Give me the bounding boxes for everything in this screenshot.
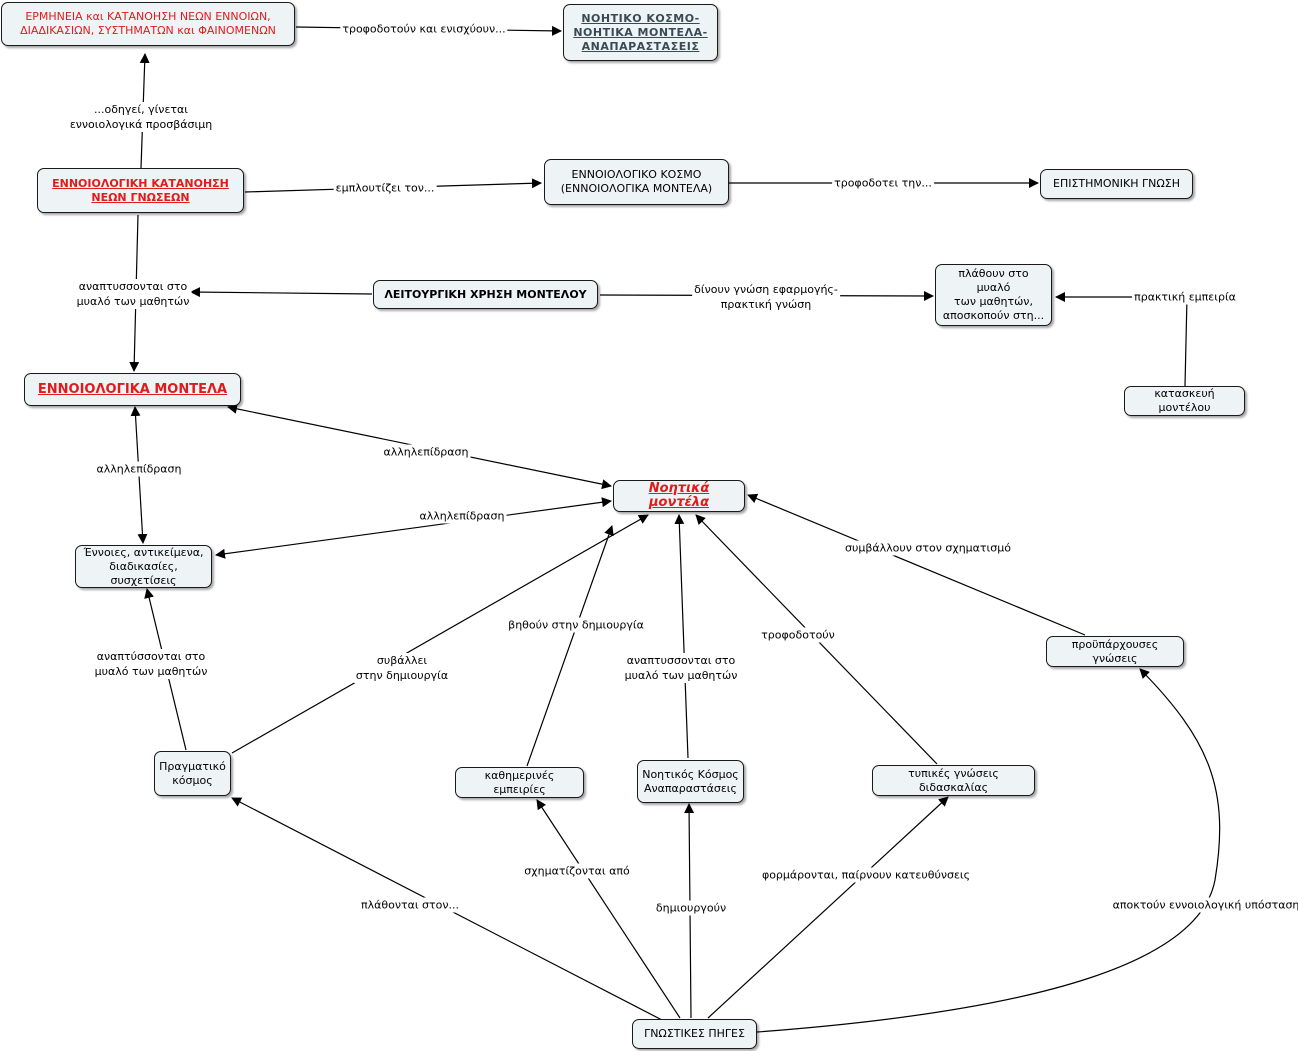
node-kathimerines[interactable]: καθημερινές εμπειρίες bbox=[455, 767, 584, 798]
label-symvallei: συβάλλει στην δημιουργία bbox=[353, 653, 451, 683]
edge-ennoies-noitika bbox=[215, 497, 612, 559]
node-gnostikes-line1: ΓΝΩΣΤΙΚΕΣ ΠΗΓΕΣ bbox=[644, 1027, 745, 1040]
label-odigei-line2: εννοιολογικά προσβάσιμη bbox=[69, 118, 213, 131]
node-noitiko-kosmo[interactable]: ΝΟΗΤΙΚΟ ΚΟΣΜΟ-ΝΟΗΤΙΚΑ ΜΟΝΤΕΛΑ-ΑΝΑΠΑΡΑΣΤΑ… bbox=[563, 4, 718, 61]
node-typikes[interactable]: τυπικές γνώσεις διδασκαλίας bbox=[872, 765, 1035, 796]
label-sximatizontai: σχηματίζονται από bbox=[522, 863, 632, 879]
node-ermineia[interactable]: ΕΡΜΗΝΕΙΑ και ΚΑΤΑΝΟΗΣΗ ΝΕΩΝ ΕΝΝΟΙΩΝ,ΔΙΑΔ… bbox=[1, 2, 295, 46]
node-plathoun-line3: αποσκοπούν στη... bbox=[942, 309, 1045, 322]
node-ennoies[interactable]: Έννοιες, αντικείμενα,διαδικασίες, συσχετ… bbox=[75, 545, 212, 588]
node-ennoiologika-montela[interactable]: ΕΝΝΟΙΟΛΟΓΙΚΑ ΜΟΝΤΕΛΑ bbox=[24, 373, 241, 406]
node-noitika-montela[interactable]: Νοητικά μοντέλα bbox=[613, 480, 745, 512]
label-anaptyssontai-mid-line2: μυαλό των μαθητών bbox=[624, 669, 738, 682]
label-odigei: ...οδηγεί, γίνεται εννοιολογικά προσβάσιμ… bbox=[67, 102, 215, 132]
edge-kataskevi-plathoun bbox=[1055, 292, 1188, 387]
node-noitika-montela-line1: Νοητικά μοντέλα bbox=[648, 481, 710, 510]
label-trofodotoun-enisxyoun: τροφοδοτούν και ενισχύουν... bbox=[340, 21, 508, 37]
label-trofodotei: τροφοδοτει την... bbox=[832, 175, 934, 191]
node-ermineia-line1: ΕΡΜΗΝΕΙΑ και ΚΑΤΑΝΟΗΣΗ ΝΕΩΝ ΕΝΝΟΙΩΝ, bbox=[25, 10, 271, 23]
node-noitikos-kosmos-line2: Αναπαραστάσεις bbox=[644, 781, 737, 795]
node-kataskevi-line1: κατασκευή μοντέλου bbox=[1154, 387, 1215, 414]
edge-gnostikes-typikes bbox=[707, 796, 949, 1019]
label-vithoun: βηθούν στην δημιουργία bbox=[506, 617, 646, 633]
label-trofodotoun: τροφοδοτούν bbox=[759, 627, 837, 643]
edge-gnostikes-kathimerines bbox=[536, 799, 681, 1019]
label-dimiourgoun: δημιουργούν bbox=[653, 900, 729, 916]
label-anaptyssontai-top: αναπτυσσονται στο μυαλό των μαθητών bbox=[74, 279, 192, 309]
label-anaptyssontai-left-line1: αναπτύσσονται στο bbox=[96, 650, 206, 663]
node-ermineia-line2: ΔΙΑΔΙΚΑΣΙΩΝ, ΣΥΣΤΗΜΑΤΩΝ και ΦΑΙΝΟΜΕΝΩΝ bbox=[20, 24, 276, 37]
label-symvallei-line2: στην δημιουργία bbox=[355, 669, 449, 682]
node-proyparxouses[interactable]: προϋπάρχουσες γνώσεις bbox=[1046, 636, 1184, 667]
node-leitourgiki-xrisi-line1: ΛΕΙΤΟΥΡΓΙΚΗ ΧΡΗΣΗ ΜΟΝΤΕΛΟΥ bbox=[384, 287, 587, 301]
label-anaptyssontai-left-line2: μυαλό των μαθητών bbox=[94, 665, 208, 678]
node-epistimoniki-gnosi-line1: ΕΠΙΣΤΗΜΟΝΙΚΗ ΓΝΩΣΗ bbox=[1053, 177, 1180, 190]
node-ennoiologiko-kosmo-line2: (ΕΝΝΟΙΟΛΟΓΙΚΑ ΜΟΝΤΕΛΑ) bbox=[560, 182, 713, 195]
node-plathoun-line2: των μαθητών, bbox=[954, 295, 1033, 308]
node-epistimoniki-gnosi[interactable]: ΕΠΙΣΤΗΜΟΝΙΚΗ ΓΝΩΣΗ bbox=[1040, 169, 1193, 199]
node-leitourgiki-xrisi[interactable]: ΛΕΙΤΟΥΡΓΙΚΗ ΧΡΗΣΗ ΜΟΝΤΕΛΟΥ bbox=[373, 280, 598, 309]
node-kataskevi[interactable]: κατασκευή μοντέλου bbox=[1124, 386, 1245, 416]
edge-proyparxouses-noitika bbox=[747, 493, 1086, 636]
node-gnostikes[interactable]: ΓΝΩΣΤΙΚΕΣ ΠΗΓΕΣ bbox=[632, 1019, 757, 1049]
label-emploutizei: εμπλουτίζει τον... bbox=[333, 180, 437, 196]
label-dinoun: δίνουν γνώση εφαρμογής-πρακτική γνώση bbox=[692, 282, 840, 312]
edge-pragmatiko-noitika bbox=[231, 514, 649, 754]
node-proyparxouses-line1: προϋπάρχουσες γνώσεις bbox=[1071, 637, 1159, 665]
node-typikes-line1: τυπικές γνώσεις διδασκαλίας bbox=[908, 766, 999, 794]
label-dinoun-line2: πρακτική γνώση bbox=[720, 298, 812, 311]
node-kathimerines-line1: καθημερινές εμπειρίες bbox=[484, 768, 555, 796]
label-anaptyssontai-left: αναπτύσσονται στο μυαλό των μαθητών bbox=[92, 649, 210, 679]
edge-leitourgiki-left bbox=[190, 287, 373, 298]
label-odigei-line1: ...οδηγεί, γίνεται bbox=[93, 103, 188, 116]
node-ennoiologika-montela-line1: ΕΝΝΟΙΟΛΟΓΙΚΑ ΜΟΝΤΕΛΑ bbox=[37, 381, 228, 397]
node-ennoiologiki-katanoisi-line1: ΕΝΝΟΙΟΛΟΓΙΚΗ ΚΑΤΑΝΟΗΣΗ bbox=[52, 176, 229, 190]
label-dinoun-line1: δίνουν γνώση εφαρμογής- bbox=[694, 283, 838, 296]
label-anaptyssontai-top-line2: μυαλό των μαθητών bbox=[76, 295, 190, 308]
label-symvallei-line1: συβάλλει bbox=[376, 654, 428, 667]
label-allilepidrasi-lower: αλληλεπίδραση bbox=[417, 508, 507, 524]
edge-kathimerines-noitika bbox=[526, 525, 614, 767]
node-ennoiologiko-kosmo[interactable]: ΕΝΝΟΙΟΛΟΓΙΚΟ ΚΟΣΜΟ(ΕΝΝΟΙΟΛΟΓΙΚΑ ΜΟΝΤΕΛΑ) bbox=[544, 159, 729, 205]
edge-noitikos-noitika bbox=[674, 514, 689, 759]
node-ennoiologiko-kosmo-line1: ΕΝΝΟΙΟΛΟΓΙΚΟ ΚΟΣΜΟ bbox=[571, 168, 702, 181]
node-noitikos-kosmos-line1: Νοητικός Κόσμος bbox=[642, 767, 739, 781]
label-formarontai: φορμάρονται, παίρνουν κατευθύνσεις bbox=[759, 867, 973, 883]
label-allilepidrasi-upper: αλληλεπίδραση bbox=[381, 444, 471, 460]
node-pragmatiko-line1: Πραγματικό bbox=[159, 759, 226, 773]
edge-gnostikes-proyparxouses bbox=[756, 668, 1221, 1033]
node-noitiko-kosmo-line2: ΝΟΗΤΙΚΑ ΜΟΝΤΕΛΑ- bbox=[573, 25, 708, 39]
node-pragmatiko-line2: κόσμος bbox=[172, 773, 213, 787]
label-allilepidrasi-left: αλληλεπίδραση bbox=[94, 461, 184, 477]
label-anaptyssontai-mid-line1: αναπτυσσονται στο bbox=[626, 654, 736, 667]
label-symvalloun: συμβάλλουν στον σχηματισμό bbox=[843, 540, 1013, 556]
label-apoktoun: αποκτούν εννοιολογική υπόσταση bbox=[1110, 897, 1298, 913]
node-ennoies-line1: Έννοιες, αντικείμενα, bbox=[83, 545, 204, 559]
label-plathontai: πλάθονται στον... bbox=[358, 897, 462, 913]
node-plathoun-line1: πλάθουν στο μυαλό bbox=[958, 267, 1029, 294]
label-anaptyssontai-top-line1: αναπτυσσονται στο bbox=[78, 280, 188, 293]
node-noitiko-kosmo-line3: ΑΝΑΠΑΡΑΣΤΑΣΕΙΣ bbox=[581, 39, 700, 53]
label-anaptyssontai-mid: αναπτυσσονται στο μυαλό των μαθητών bbox=[622, 653, 740, 683]
node-ennoies-line2: διαδικασίες, συσχετίσεις bbox=[109, 559, 178, 587]
label-praktiki: πρακτική εμπειρία bbox=[1132, 289, 1238, 305]
node-ennoiologiki-katanoisi-line2: ΝΕΩΝ ΓΝΩΣΕΩΝ bbox=[91, 190, 190, 204]
node-noitiko-kosmo-line1: ΝΟΗΤΙΚΟ ΚΟΣΜΟ- bbox=[581, 11, 700, 25]
